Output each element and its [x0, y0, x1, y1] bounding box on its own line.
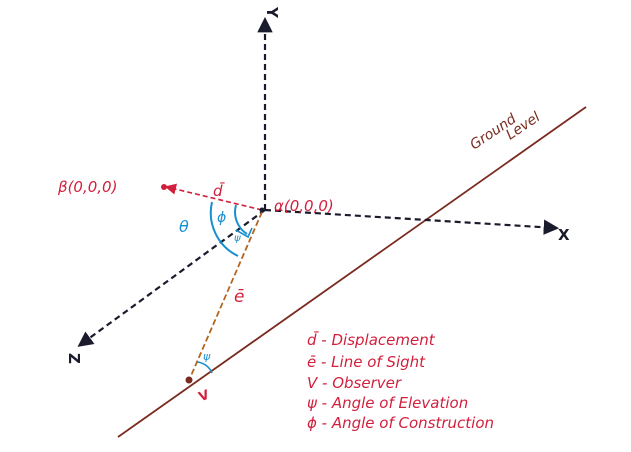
legend-item-line-of-sight: ē - Line of Sight — [307, 353, 426, 371]
z-axis — [77, 209, 266, 347]
displacement-label: d̄ — [213, 181, 225, 200]
phi-label: ϕ — [217, 210, 226, 226]
y-axis-label: Y — [263, 6, 281, 19]
legend-item-displacement: d̄ - Displacement — [307, 330, 436, 349]
x-axis — [264, 208, 560, 235]
psi-arc-bottom — [196, 361, 213, 374]
psi-arc-top — [235, 227, 253, 239]
beta-label: β(0,0,0) — [57, 178, 117, 196]
legend: d̄ - Displacement ē - Line of Sight V - … — [307, 330, 494, 432]
displacement-vector — [164, 183, 263, 211]
phi-arc — [234, 204, 248, 235]
z-axis-label: Z — [65, 353, 83, 364]
psi-label-bottom: ψ — [203, 350, 211, 363]
legend-item-observer: V - Observer — [307, 374, 402, 392]
theta-arc — [209, 201, 239, 257]
ground-level-line — [117, 106, 587, 438]
origin-point — [259, 207, 265, 213]
line-of-sight — [189, 211, 263, 379]
x-axis-label: X — [558, 226, 570, 244]
observer-point — [185, 376, 193, 384]
theta-label: θ — [179, 217, 189, 236]
beta-point — [161, 184, 167, 190]
line-of-sight-label: ē — [234, 287, 244, 307]
alpha-label: α(0,0,0) — [274, 197, 334, 215]
legend-item-angle-of-elevation: ψ - Angle of Elevation — [307, 394, 468, 412]
psi-label-top: ψ — [234, 233, 241, 244]
observer-label: V — [197, 388, 212, 406]
legend-item-angle-of-construction: ϕ - Angle of Construction — [307, 414, 494, 432]
